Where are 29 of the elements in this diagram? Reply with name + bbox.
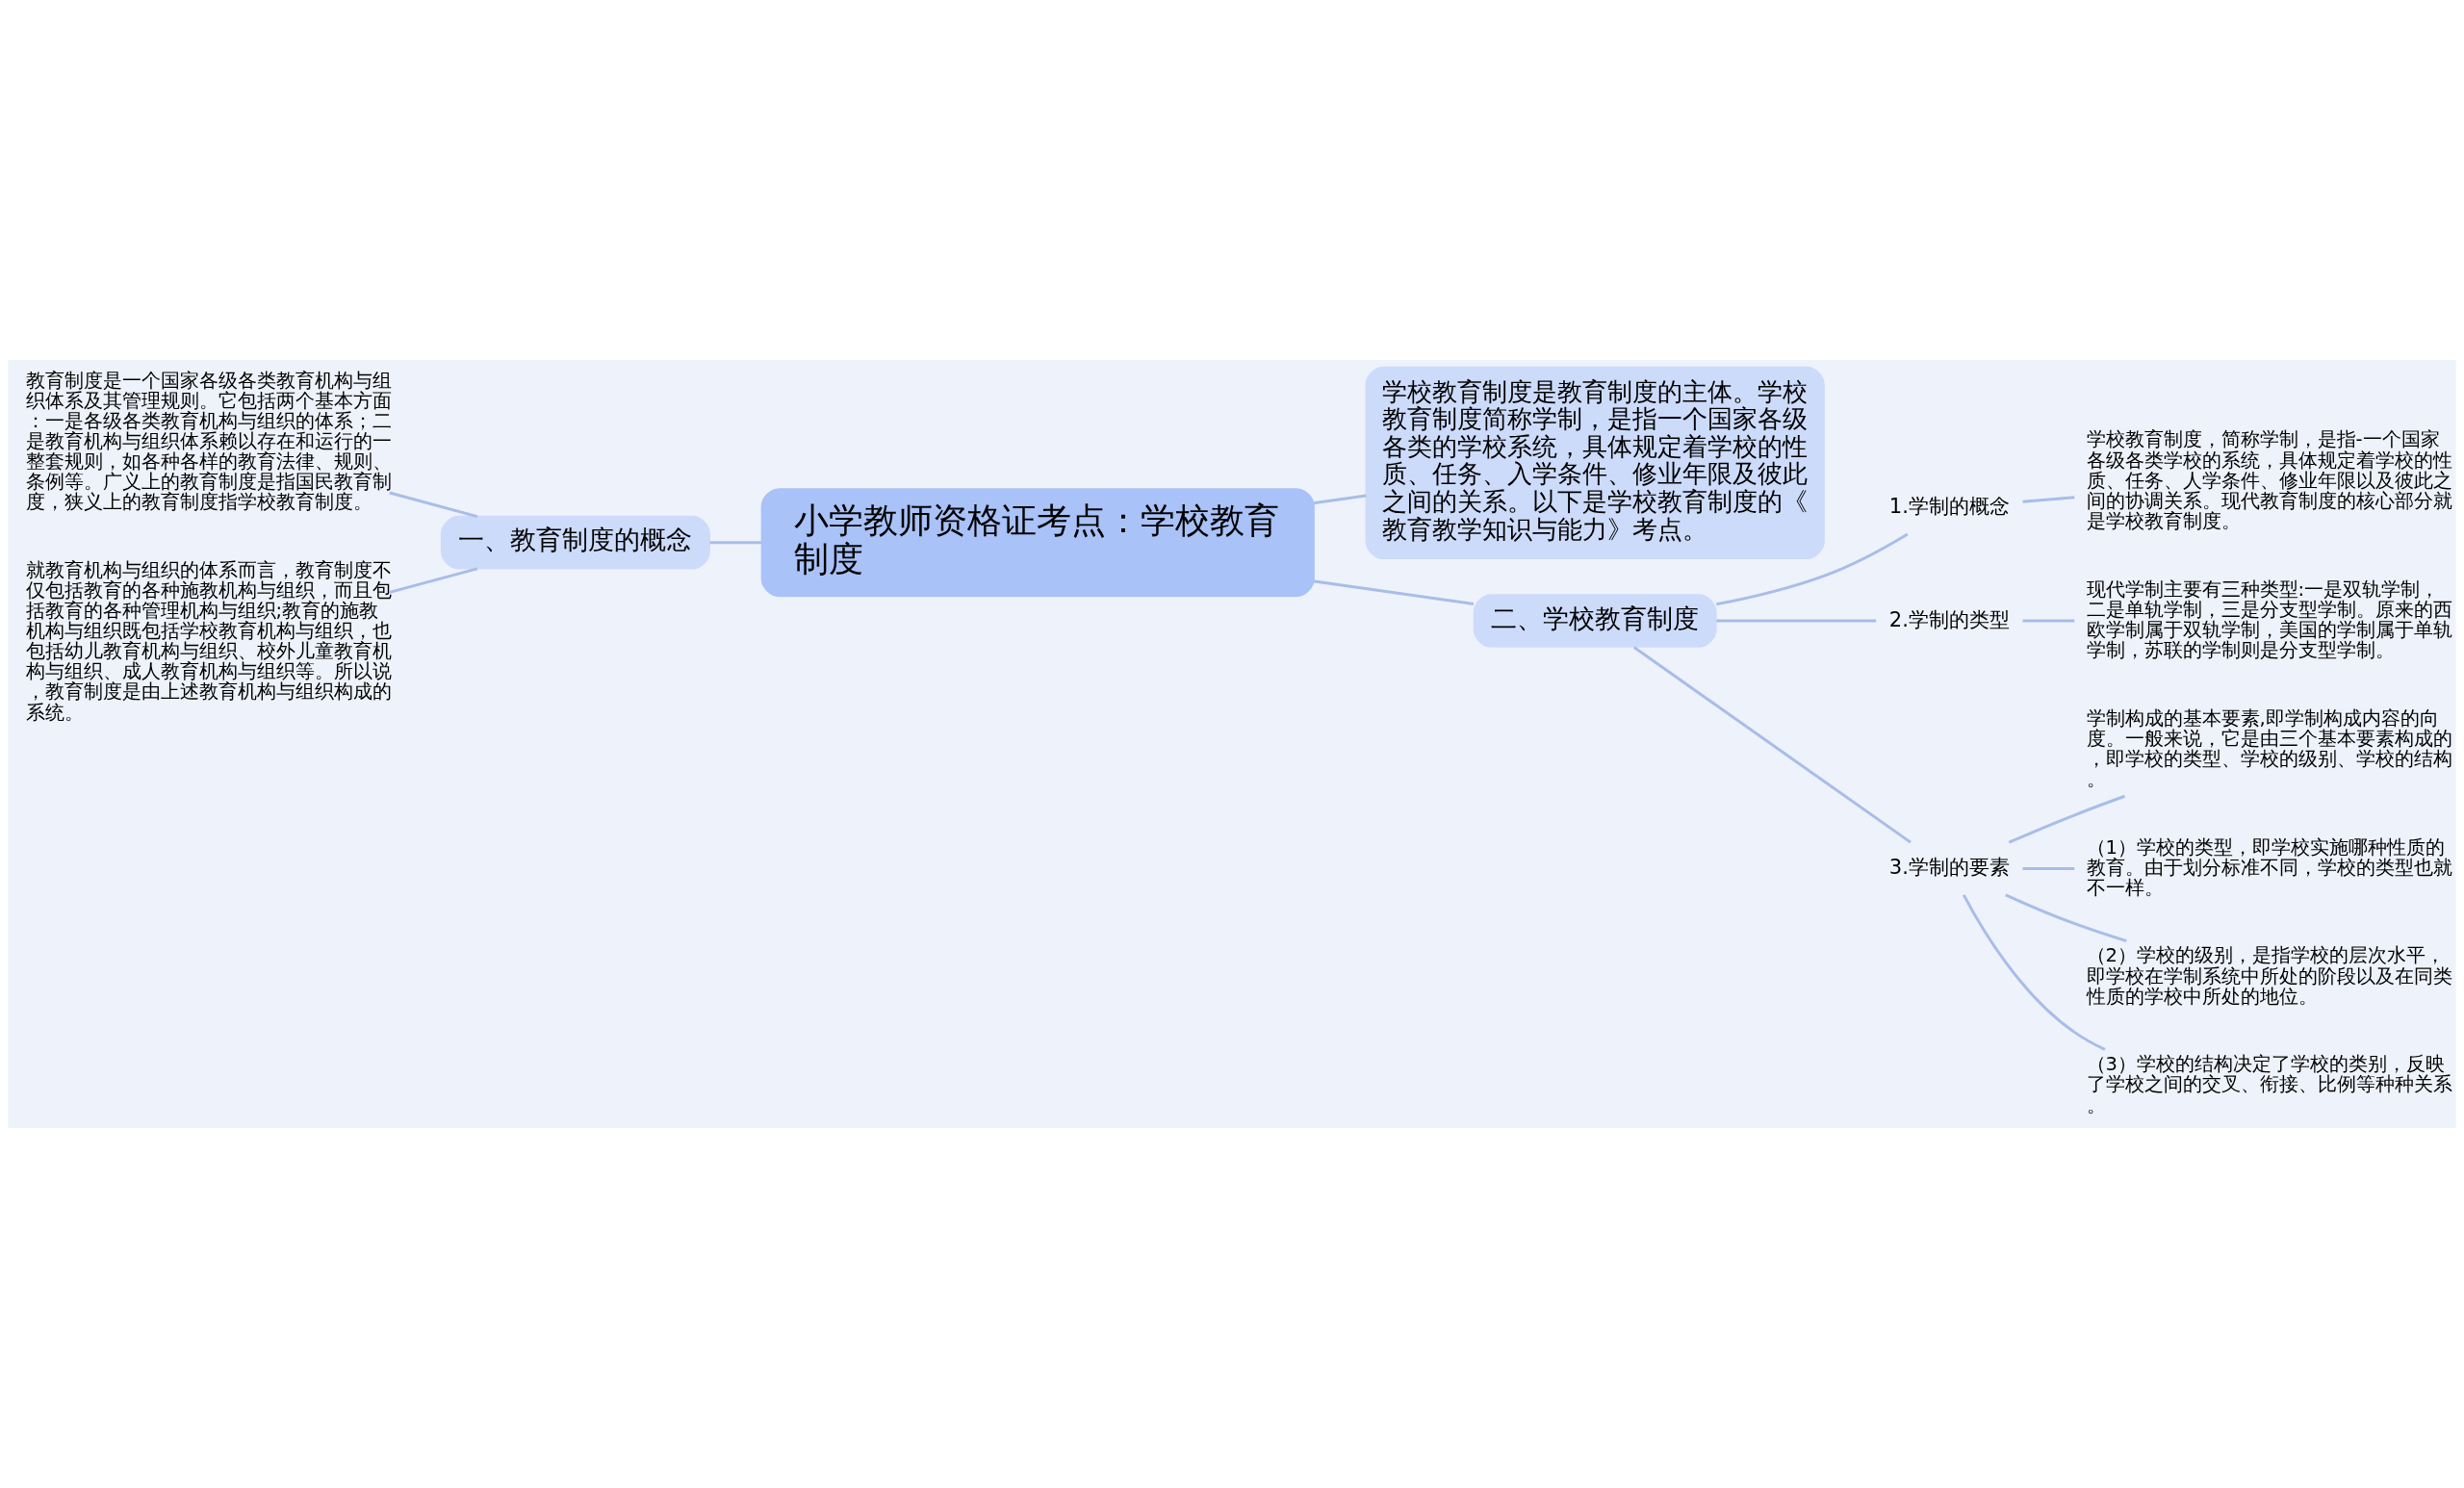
node-text: 现代学制主要有三种类型:一是双轨学制，二是单轨学制，三是分支型学制。原来的西欧学制属于双轨学制，美国的学制属于单轨学制，苏联的学制则是分支型学制。 [2086,577,2452,661]
connector [2022,496,2075,503]
node-text: 学校教育制度，简称学制，是指-一个国家各级各类学校的系统，具体规定着学校的性质、任务、人学条件、修业年限以及彼此之间的协调关系。现代教育制度的核心部分就是学校教育制度。 [2086,428,2452,532]
node-text: 学制构成的基本要素,即学制构成内容的向度。一般来说，它是由三个基本要素构成的，即学校的类型、学校的级别、学校的结构。 [2086,706,2452,790]
connector [2022,867,2075,870]
node-text: （2）学校的级别，是指学校的层次水平，即学校在学制系统中所处的阶段以及在同类性质的学校中所处的地位。 [2086,944,2452,1008]
connector [389,567,478,594]
node-text: 2.学制的类型 [1888,606,2010,631]
connector [2008,794,2126,844]
node-box: 一、教育制度的概念 [440,515,710,570]
node-text: 就教育机构与组织的体系而言，教育制度不仅包括教育的各种施教机构与组织，而且包括教育的各种管理机构与组织;教育的施教机构与组织既包括学校教育机构与组织，也包括幼儿教育机构与组织、校外儿童教育机构与组织、成人教育机构与组织等。所以说，教育制度是由上述教育机构与组织构成的系统。 [25,558,392,724]
connector [1313,494,1367,505]
node-text: 1.学制的概念 [1888,494,2010,519]
node-box: 小学教师资格证考点：学校教育制度 [760,488,1315,598]
node-box: 二、学校教育制度 [1473,594,1717,648]
node-box: 学校教育制度是教育制度的主体。学校教育制度简称学制，是指一个国家各级各类的学校系统，具体规定着学校的性质、任务、入学条件、修业年限及彼此之间的关系。以下是学校教育制度的《教育教学知识与能力》考点。 [1365,366,1825,560]
connector [2005,893,2127,943]
connector [1632,646,1912,844]
node-text: 教育制度是一个国家各级各类教育机构与组织体系及其管理规则。它包括两个基本方面：一是各级各类教育机构与组织的体系；二是教育机构与组织体系赖以存在和运行的一整套规则，如各种各样的教育法律、规则、条例等。广义上的教育制度是指国民教育制度，狭义上的教育制度指学校教育制度。 [25,369,392,514]
connector [1962,894,2106,1051]
connector [389,491,478,519]
connector [1716,532,1909,606]
node-text: （1）学校的类型，即学校实施哪种性质的教育。由于划分标准不同，学校的类型也就不一样。 [2086,835,2452,899]
connector [1313,579,1475,605]
connector [2022,619,2075,623]
node-text: （3）学校的结构决定了学校的类别，反映了学校之间的交叉、衔接、比例等种种关系。 [2086,1053,2452,1116]
connector [1716,619,1877,623]
node-text: 3.学制的要素 [1888,855,2010,880]
connector [709,541,762,545]
